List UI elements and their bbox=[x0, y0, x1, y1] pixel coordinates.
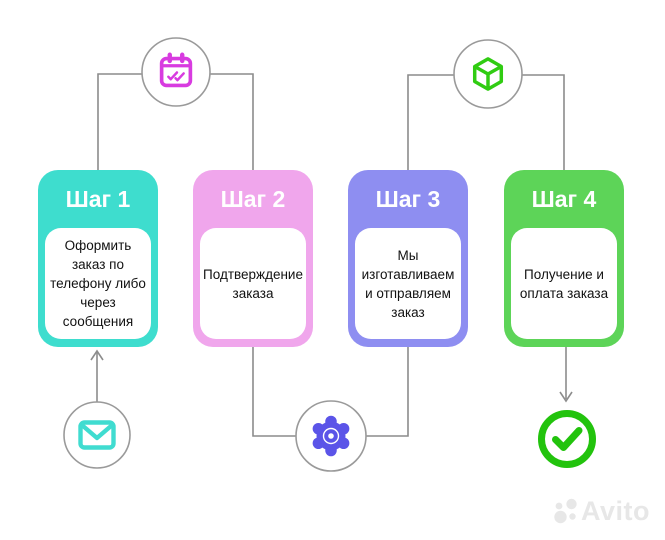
step-4-title: Шаг 4 bbox=[531, 185, 597, 212]
step-1-description: Оформить заказ по телефону либо через со… bbox=[45, 228, 151, 339]
cube-icon bbox=[466, 52, 510, 96]
step-2-title: Шаг 2 bbox=[220, 185, 286, 212]
arrowhead-down bbox=[559, 391, 573, 403]
step-card-1: Шаг 1 Оформить заказ по телефону либо че… bbox=[38, 170, 158, 347]
check-circle-icon bbox=[536, 408, 598, 470]
envelope-icon bbox=[73, 411, 121, 459]
avito-watermark: Avito bbox=[554, 496, 650, 526]
avito-logo-icon bbox=[554, 498, 577, 524]
step-card-2: Шаг 2 Подтверждение заказа bbox=[193, 170, 313, 347]
step-2-description: Подтверждение заказа bbox=[200, 228, 306, 339]
step-3-title: Шаг 3 bbox=[375, 185, 441, 212]
step-card-4: Шаг 4 Получение и оплата заказа bbox=[504, 170, 624, 347]
arrowhead-up bbox=[90, 349, 104, 361]
envelope-icon-ring bbox=[63, 401, 131, 469]
step-card-3: Шаг 3 Мы изготавливаем и отправляем зака… bbox=[348, 170, 468, 347]
step-1-title: Шаг 1 bbox=[65, 185, 131, 212]
step-4-description: Получение и оплата заказа bbox=[511, 228, 617, 339]
step-3-description: Мы изготавливаем и отправляем заказ bbox=[355, 228, 461, 339]
calendar-check-icon bbox=[153, 49, 199, 95]
avito-watermark-text: Avito bbox=[581, 496, 650, 526]
gear-icon bbox=[307, 412, 355, 460]
